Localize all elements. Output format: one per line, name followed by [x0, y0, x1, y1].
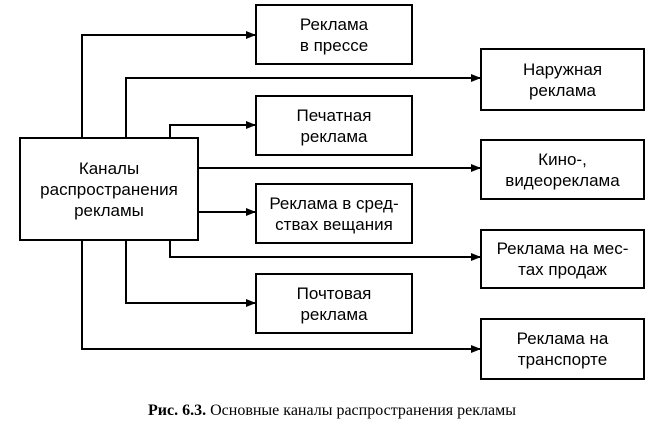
channel-box-transport: Реклама на транспорте: [480, 318, 645, 380]
arrow-to-transport: [81, 240, 481, 353]
figure-title: Основные каналы распространения рекламы: [210, 402, 516, 419]
channel-box-mail: Почтовая реклама: [255, 273, 413, 334]
channel-box-pos: Реклама на мес- тах продаж: [480, 229, 645, 289]
figure-number: Рис. 6.3.: [148, 402, 207, 419]
source-box-channels: Каналы распространения рекламы: [19, 137, 199, 241]
arrow-to-press: [81, 31, 256, 138]
figure-caption: Рис. 6.3. Основные каналы распространени…: [0, 402, 664, 420]
channel-box-broadcast: Реклама в сред- ствах вещания: [255, 183, 413, 244]
channel-box-press: Реклама в прессе: [255, 4, 413, 65]
arrow-to-outdoor: [125, 74, 481, 138]
channel-box-outdoor: Наружная реклама: [480, 48, 645, 111]
arrow-to-mail: [125, 240, 256, 307]
arrow-to-print: [169, 121, 256, 138]
arrow-to-pos: [169, 240, 481, 261]
channel-box-cinema: Кино-, видеореклама: [480, 139, 645, 200]
channel-box-print: Печатная реклама: [255, 95, 413, 156]
